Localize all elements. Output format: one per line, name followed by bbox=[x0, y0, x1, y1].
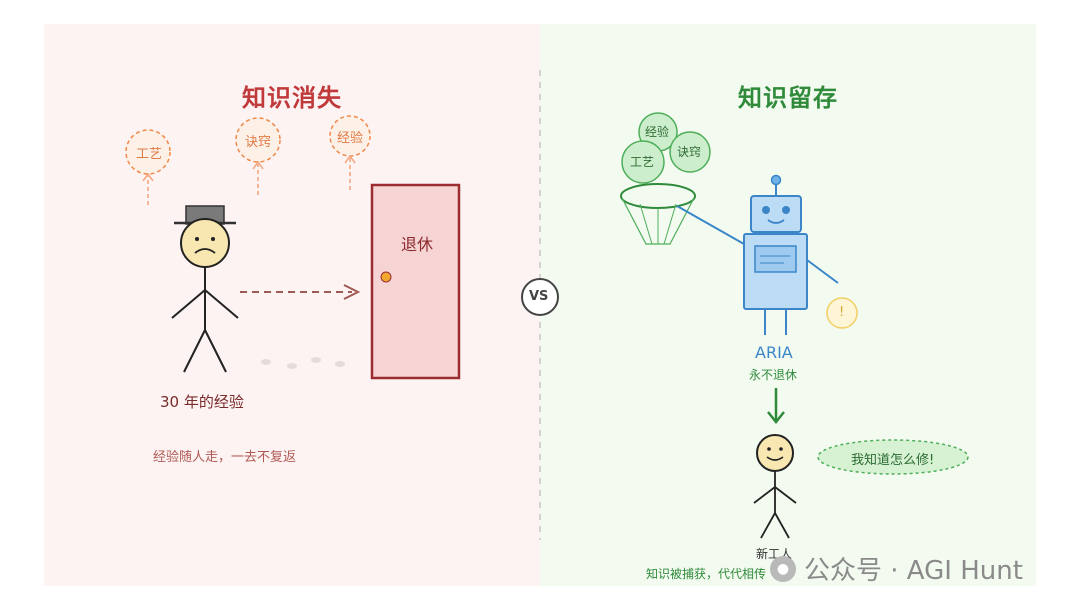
new-worker-figure bbox=[753, 434, 797, 539]
wechat-icon: ● bbox=[770, 555, 796, 582]
vs-badge bbox=[521, 278, 559, 316]
robot-name: ARIA bbox=[755, 343, 793, 362]
watermark-text: 公众号 · AGI Hunt bbox=[804, 556, 1023, 586]
door-label: 退休 bbox=[401, 235, 434, 254]
bubble-knack bbox=[235, 117, 281, 163]
aria-robot bbox=[676, 174, 839, 335]
capture-net-icon bbox=[620, 183, 696, 245]
balloon-experience-label: 经验 bbox=[645, 125, 670, 139]
fading-knowledge-bubbles bbox=[125, 115, 371, 205]
bubble-knack-label: 诀窍 bbox=[245, 135, 272, 150]
knowledge-kept-footer: 知识被捕获，代代相传 bbox=[646, 567, 767, 581]
knowledge-lost-title: 知识消失 bbox=[242, 84, 342, 112]
bubble-craft bbox=[125, 129, 171, 175]
balloon-knack-label: 诀窍 bbox=[677, 145, 702, 159]
bubble-experience-label: 经验 bbox=[337, 131, 364, 146]
speech-text: 我知道怎么修! bbox=[851, 453, 935, 468]
knowledge-kept-title: 知识留存 bbox=[738, 84, 838, 112]
watermark: ● 公众号 · AGI Hunt bbox=[770, 550, 1023, 587]
door-knob-icon bbox=[380, 271, 392, 283]
bubble-craft-label: 工艺 bbox=[136, 147, 163, 162]
alert-icon bbox=[826, 297, 858, 329]
alert-mark: ! bbox=[839, 305, 845, 320]
happy-face-icon bbox=[756, 434, 794, 472]
footprints bbox=[261, 357, 345, 369]
balloon-knack bbox=[669, 131, 711, 173]
captured-knowledge-balloons bbox=[621, 112, 711, 184]
balloon-craft bbox=[621, 140, 665, 184]
speech-bubble bbox=[817, 439, 969, 475]
robot-subtitle: 永不退休 bbox=[749, 368, 798, 382]
robot-head bbox=[750, 195, 802, 233]
knowledge-lost-footer: 经验随人走，一去不复返 bbox=[153, 450, 297, 465]
vs-label: VS bbox=[529, 289, 549, 304]
balloon-craft-label: 工艺 bbox=[630, 155, 655, 169]
retiring-worker-figure bbox=[171, 205, 239, 373]
sad-face-icon bbox=[180, 218, 230, 268]
worker-experience-label: 30 年的经验 bbox=[160, 393, 244, 411]
